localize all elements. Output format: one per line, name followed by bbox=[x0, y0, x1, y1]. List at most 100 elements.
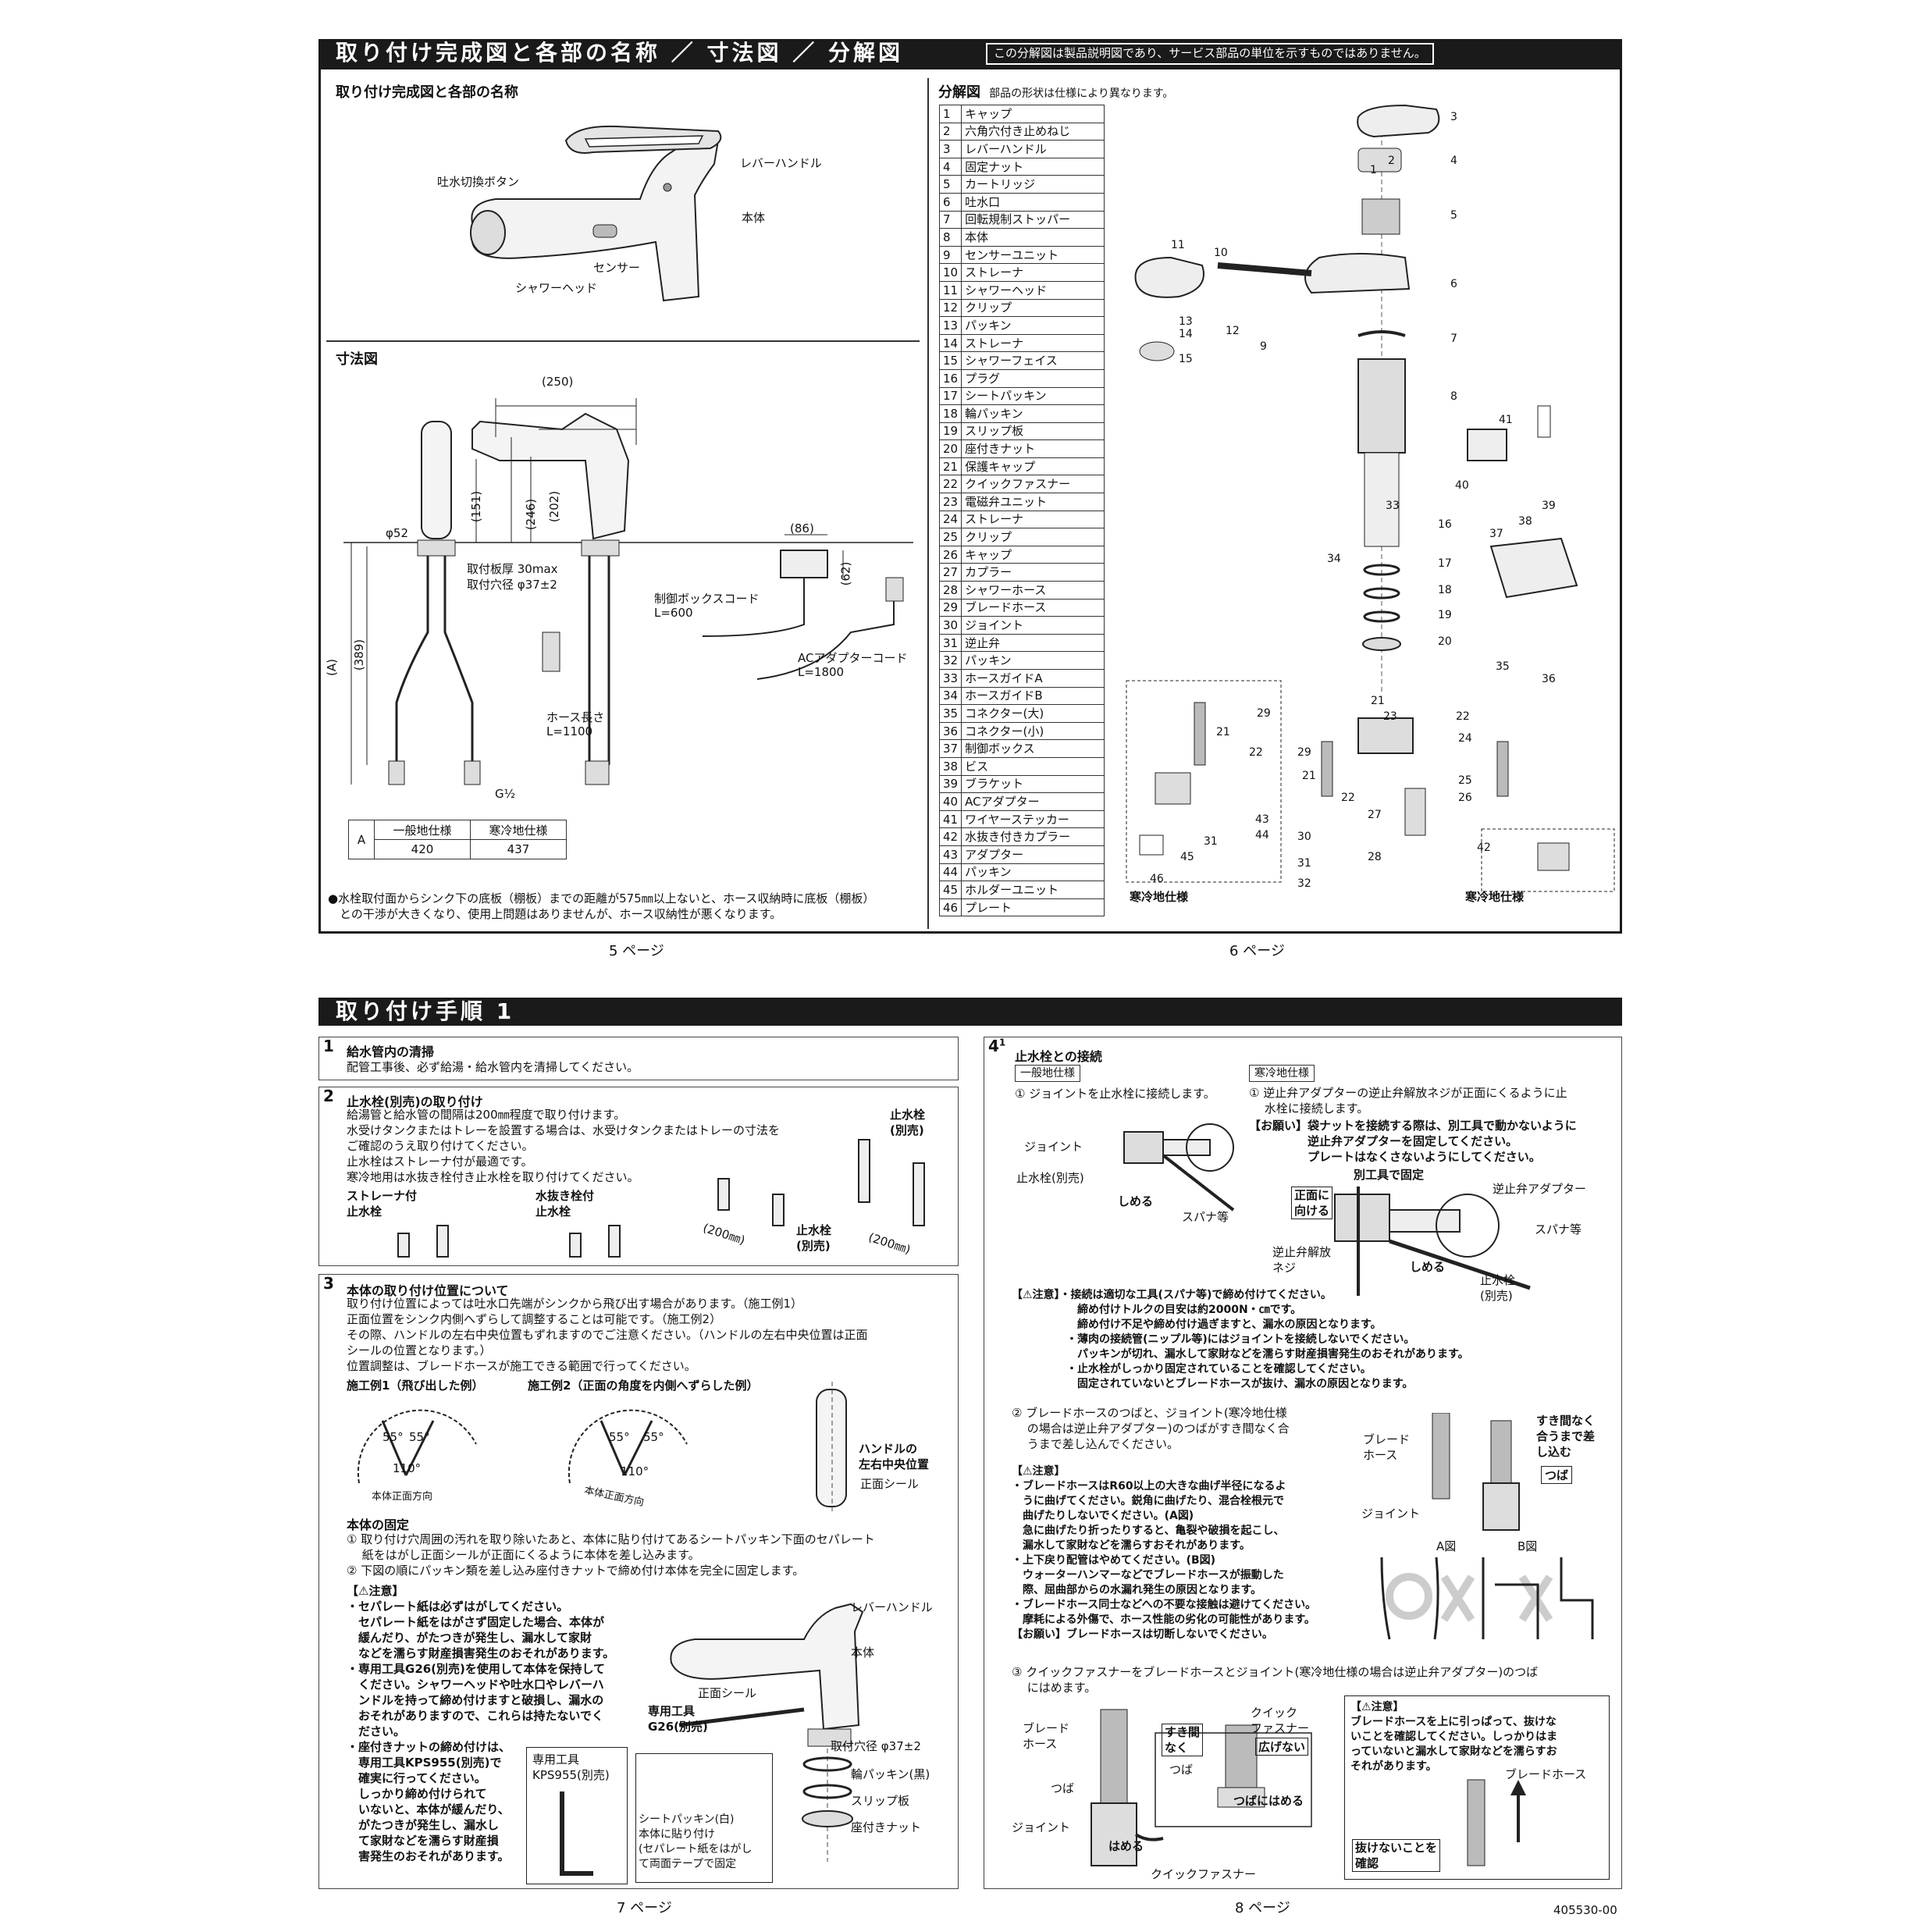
ring-packing-label: 輪パッキン(黒) bbox=[851, 1767, 930, 1781]
cold-label-2: 寒冷地仕様 bbox=[1465, 890, 1525, 904]
parts-row-name: 制御ボックス bbox=[961, 739, 1105, 758]
ctrl-cord-length: L=600 bbox=[654, 606, 693, 620]
parts-row-name: ビス bbox=[961, 756, 1105, 776]
fig-A: A図 bbox=[1436, 1539, 1457, 1553]
step-2-title: 止水栓(別売)の取り付け bbox=[347, 1094, 483, 1109]
dim-151: (151) bbox=[469, 490, 484, 523]
step-4-caution-1: 【⚠注意】・接続は適切な工具(スパナ等)で締め付けてください。 締め付けトルクの… bbox=[1012, 1289, 1469, 1390]
top-header: 取り付け完成図と各部の名称 ／ 寸法図 ／ 分解図 この分解図は製品説明図であり… bbox=[318, 39, 1622, 67]
parts-row-name: アダプター bbox=[961, 845, 1105, 864]
step-4-bend-diagrams bbox=[1380, 1557, 1594, 1640]
step-4-general-drawing bbox=[1123, 1123, 1235, 1212]
general-spanner: スパナ等 bbox=[1182, 1210, 1229, 1224]
fit-tsuba-label: つばにはめる bbox=[1233, 1794, 1304, 1808]
step-3-hole-label: 取付穴径 φ37±2 bbox=[831, 1739, 921, 1753]
parts-row-number: 2 bbox=[938, 122, 962, 141]
step-4-braid-drawing bbox=[1432, 1413, 1520, 1531]
fix-title: 本体の固定 bbox=[347, 1517, 410, 1532]
step-3-number: 3 bbox=[323, 1274, 334, 1293]
parts-row-number: 10 bbox=[938, 263, 962, 282]
exp-num-46: 46 bbox=[1150, 873, 1164, 885]
exp-num-14: 14 bbox=[1179, 328, 1193, 340]
kps-tool-drawing bbox=[560, 1791, 593, 1876]
step-4-pull-drawing bbox=[1467, 1779, 1526, 1866]
parts-row-name: 回転規制ストッパー bbox=[961, 210, 1105, 229]
step-3-example-2: 施工例2（正面の角度を内側へずらした例） bbox=[528, 1379, 759, 1393]
parts-row-name: カプラー bbox=[961, 563, 1105, 582]
exp-num-19: 19 bbox=[1438, 609, 1452, 621]
parts-row-number: 38 bbox=[938, 756, 962, 776]
exp-num-44: 44 bbox=[1255, 829, 1269, 841]
ac-cord-label: ACアダプターコード bbox=[798, 651, 908, 665]
exp-num-37: 37 bbox=[1489, 528, 1503, 540]
parts-row-number: 44 bbox=[938, 863, 962, 882]
install-header: 取り付け手順 1 bbox=[318, 998, 1622, 1026]
step-2-box bbox=[318, 1087, 959, 1266]
parts-row-name: カートリッジ bbox=[961, 175, 1105, 194]
parts-row-name: プラグ bbox=[961, 368, 1105, 388]
tsuba-label-1: つば bbox=[1541, 1466, 1573, 1484]
dim-phi52: φ52 bbox=[386, 526, 408, 540]
parts-row-name: 吐水口 bbox=[961, 192, 1105, 212]
dimension-table: A 一般地仕様 寒冷地仕様 420 437 bbox=[348, 820, 567, 859]
parts-row-number: 31 bbox=[938, 633, 962, 653]
fix-body: ① 取り付け穴周囲の汚れを取り除いたあと、本体に貼り付けてあるシートパッキン下面… bbox=[347, 1532, 875, 1578]
label-shower-head: シャワーヘッド bbox=[515, 281, 598, 295]
dim-table-v2: 437 bbox=[470, 839, 567, 859]
exp-num-3: 3 bbox=[1450, 111, 1457, 123]
parts-row-number: 1 bbox=[938, 105, 962, 123]
step-4-cold-drawing bbox=[1334, 1187, 1531, 1296]
step-3-side-faucet bbox=[816, 1382, 847, 1514]
parts-row-number: 23 bbox=[938, 493, 962, 511]
exploded-drawing bbox=[1126, 104, 1615, 892]
exp-num-10: 10 bbox=[1214, 247, 1228, 259]
exp-num-30: 30 bbox=[1297, 831, 1311, 843]
parts-row-number: 45 bbox=[938, 881, 962, 899]
parts-row-name: キャップ bbox=[961, 105, 1105, 123]
parts-row-number: 13 bbox=[938, 316, 962, 335]
general-joint: ジョイント bbox=[1024, 1140, 1083, 1154]
exp-num-24: 24 bbox=[1458, 732, 1472, 745]
cold-request: 【お願い】袋ナットを接続する際は、別工具で動かないように 逆止弁アダプターを固定… bbox=[1249, 1119, 1577, 1164]
parts-row-number: 4 bbox=[938, 157, 962, 176]
gap-label: すき間なく 合うまで差 し込む bbox=[1536, 1414, 1596, 1459]
parts-row-name: ストレーナ bbox=[961, 263, 1105, 282]
step-1-box bbox=[318, 1037, 959, 1080]
parts-row-number: 35 bbox=[938, 704, 962, 723]
fig-B: B図 bbox=[1517, 1539, 1538, 1553]
step-2-valve-1: 止水栓 (別売) bbox=[796, 1223, 832, 1253]
parts-row-number: 16 bbox=[938, 368, 962, 388]
parts-row-number: 36 bbox=[938, 721, 962, 741]
parts-row-name: パッキン bbox=[961, 651, 1105, 670]
parts-row-name: キャップ bbox=[961, 545, 1105, 564]
exp-num-41: 41 bbox=[1499, 414, 1513, 426]
step-4-caution-2: 【⚠注意】 ・ブレードホースはR60以上の大きな曲げ半径になるよ うに曲げてくだ… bbox=[1012, 1465, 1317, 1641]
dimensions-title: 寸法図 bbox=[336, 351, 378, 368]
step-4-s2: ② ブレードホースのつばと、ジョイント(寒冷地仕様 の場合は逆止弁アダプター)の… bbox=[1012, 1406, 1290, 1451]
parts-row-number: 24 bbox=[938, 510, 962, 529]
general-step-1: ① ジョイントを止水栓に接続します。 bbox=[1015, 1087, 1215, 1101]
step-2-number: 2 bbox=[323, 1087, 334, 1105]
parts-row-name: クリップ bbox=[961, 528, 1105, 546]
step-4-fastener-drawing bbox=[1091, 1709, 1312, 1866]
step-2-valves-drawing bbox=[397, 1139, 925, 1258]
kps-tool-label: 専用工具 KPS955(別売) bbox=[532, 1752, 610, 1782]
parts-row-number: 9 bbox=[938, 245, 962, 265]
handle-center: ハンドルの 左右中央位置 bbox=[859, 1442, 930, 1471]
cold-tag: 寒冷地仕様 bbox=[1249, 1065, 1315, 1082]
parts-row-name: 輪パッキン bbox=[961, 404, 1105, 423]
